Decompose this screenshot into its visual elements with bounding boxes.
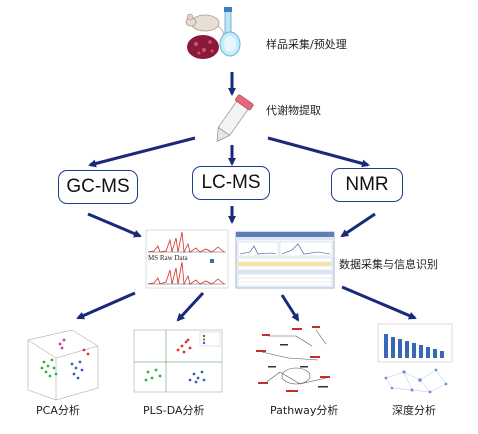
- analysis-pathway-label: Pathway分析: [270, 404, 339, 417]
- arrow-extract-to-gcms: [88, 136, 196, 168]
- arrow-extract-to-nmr: [267, 136, 370, 168]
- tissue-icon: [187, 35, 219, 59]
- analysis-pca-label: PCA分析: [36, 404, 80, 417]
- arrow-data-to-deep: [341, 285, 417, 320]
- arrow-data-to-pca: [76, 291, 136, 320]
- petri-dish-icon: [219, 31, 241, 57]
- ms-raw-data-title: MS Raw Data: [148, 254, 188, 262]
- mouse-icon: [185, 13, 224, 39]
- arrow-data-to-plsda: [176, 291, 205, 322]
- method-gcms: GC-MS: [58, 170, 138, 204]
- method-lcms: LC-MS: [192, 166, 270, 200]
- step-sample-label: 样品采集/预处理: [266, 38, 347, 51]
- step-acquisition-label: 数据采集与信息识别: [339, 258, 438, 271]
- analysis-plsda-label: PLS-DA分析: [143, 404, 205, 417]
- method-nmr: NMR: [331, 168, 403, 202]
- step-extract-label: 代谢物提取: [266, 104, 321, 117]
- arrow-gcms-to-data: [87, 212, 142, 238]
- arrow-data-to-pathway: [280, 294, 300, 322]
- arrow-nmr-to-data: [340, 212, 376, 238]
- analysis-deep-label: 深度分析: [392, 404, 436, 417]
